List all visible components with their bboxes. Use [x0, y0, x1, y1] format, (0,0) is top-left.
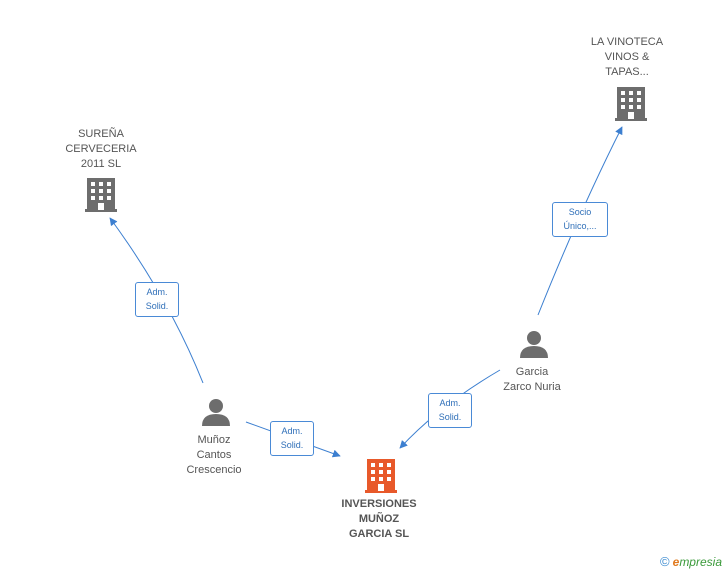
node-label-munoz-cantos[interactable]: Muñoz Cantos Crescencio	[186, 434, 242, 476]
brand-initial: e	[672, 555, 680, 569]
node-label-inversiones-munoz[interactable]: INVERSIONES MUÑOZ GARCIA SL	[341, 498, 417, 540]
edge-label-munoz-surena[interactable]: Adm. Solid.	[135, 282, 179, 317]
empresia-watermark: ©empresia	[660, 554, 722, 569]
copyright-icon: ©	[660, 554, 670, 569]
edge-label-munoz-inversiones[interactable]: Adm. Solid.	[270, 421, 314, 456]
building-icon[interactable]	[615, 87, 647, 121]
brand-name: mpresia	[679, 555, 722, 569]
building-icon[interactable]	[85, 178, 117, 212]
person-icon[interactable]	[202, 399, 230, 426]
edge-label-garcia-inversiones[interactable]: Adm. Solid.	[428, 393, 472, 428]
node-label-surena-cerveceria[interactable]: SUREÑA CERVECERIA 2011 SL	[65, 128, 137, 170]
node-label-garcia-zarco[interactable]: Garcia Zarco Nuria	[503, 366, 561, 393]
edge-label-garcia-vinoteca[interactable]: Socio Único,...	[552, 202, 608, 237]
node-label-la-vinoteca[interactable]: LA VINOTECA VINOS & TAPAS...	[590, 36, 664, 78]
person-icon[interactable]	[520, 331, 548, 358]
building-icon[interactable]	[365, 459, 397, 493]
